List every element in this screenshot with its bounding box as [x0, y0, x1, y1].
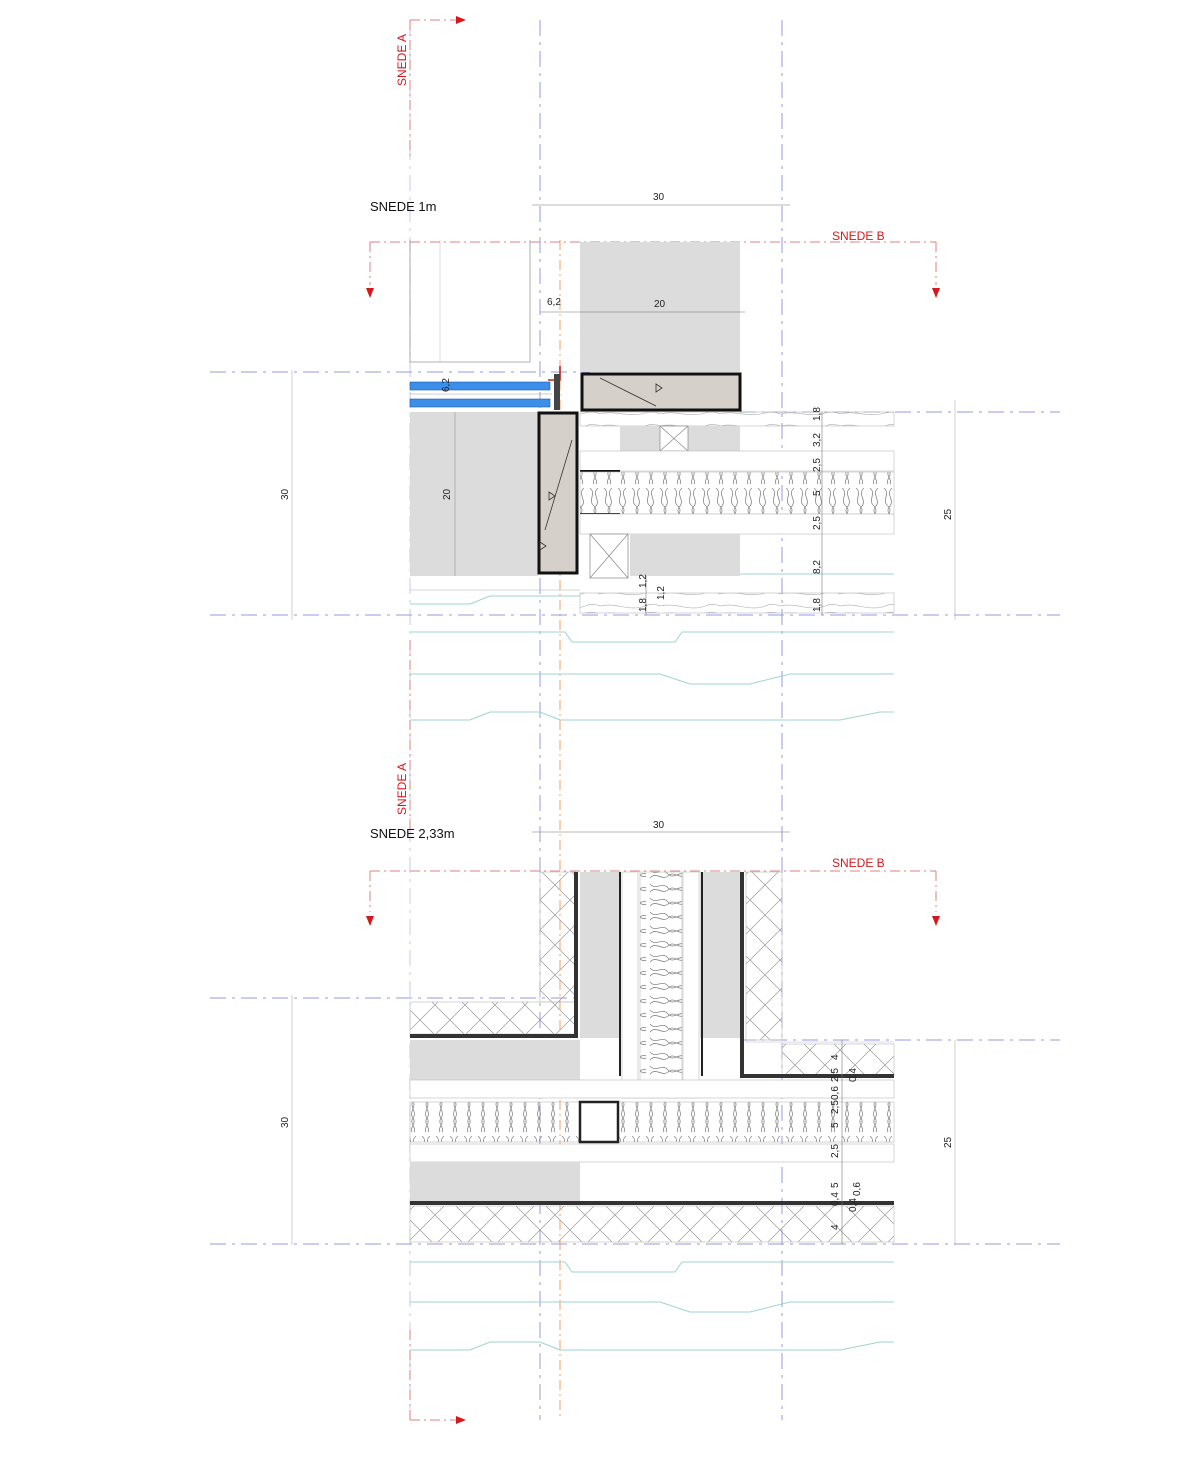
svg-text:5: 5	[812, 490, 823, 496]
insulation-layer	[579, 471, 895, 515]
svg-text:20: 20	[442, 488, 453, 500]
glazing: 6,2	[409, 366, 561, 410]
svg-text:2,5: 2,5	[830, 1144, 841, 1158]
svg-text:1,8: 1,8	[638, 598, 649, 612]
floor-buildup-1	[410, 411, 895, 614]
svg-text:4: 4	[830, 1054, 841, 1060]
svg-text:6,2: 6,2	[547, 297, 561, 308]
svg-text:20: 20	[654, 299, 666, 310]
svg-text:5: 5	[830, 1182, 841, 1188]
beam-upper	[580, 372, 742, 412]
svg-text:1,2: 1,2	[638, 574, 649, 588]
detail-2-layer-dims: 4 2,5 0,6 2,5 5 2,5 5 0,4 4 0,4 0,4 0,6	[830, 1040, 863, 1244]
section-a-bottom	[409, 1330, 466, 1424]
section-a-top: SNEDE A	[395, 16, 466, 160]
svg-text:30: 30	[653, 192, 665, 203]
arrow-down-icon	[932, 916, 940, 926]
arrow-right-icon	[456, 16, 466, 24]
svg-text:4: 4	[830, 1224, 841, 1230]
detail-2-left-total: 30	[280, 1116, 291, 1128]
detail-1-left-total: 30	[280, 488, 291, 500]
svg-text:2,5: 2,5	[812, 458, 823, 472]
svg-text:5: 5	[830, 1122, 841, 1128]
arrow-down-icon	[932, 288, 940, 298]
svg-text:2,5: 2,5	[830, 1100, 841, 1114]
svg-text:2,5: 2,5	[812, 516, 823, 530]
svg-text:1,8: 1,8	[812, 407, 823, 421]
section-b-bottom-label: SNEDE B	[832, 856, 885, 870]
detail-1-small-dims: 1,8 1,2 1,2	[638, 574, 667, 615]
svg-text:8,2: 8,2	[812, 560, 823, 574]
detail-1-right-total: 25	[943, 508, 954, 520]
clt-slab-bottom	[409, 1205, 895, 1243]
section-a-mid-label: SNEDE A	[395, 763, 409, 815]
svg-text:0,4: 0,4	[848, 1068, 859, 1082]
arrow-right-icon	[456, 1416, 466, 1424]
arrow-down-icon	[366, 916, 374, 926]
detail-2-right-total: 25	[943, 1136, 954, 1148]
insulation-horizontal	[409, 1101, 895, 1143]
concrete-wall-left	[410, 412, 538, 576]
detail-2: SNEDE 2,33m 30	[210, 820, 1060, 1351]
detail-1: SNEDE 1m 30 6,2 20 6,2	[210, 192, 1060, 721]
detail-2-title: SNEDE 2,33m	[370, 826, 455, 841]
arrow-down-icon	[366, 288, 374, 298]
detail-1-title: SNEDE 1m	[370, 199, 436, 214]
svg-text:1,2: 1,2	[656, 586, 667, 600]
svg-text:3,2: 3,2	[812, 433, 823, 447]
beam-vertical	[537, 411, 579, 575]
clt-wall-left-vertical	[539, 871, 577, 1003]
section-a-label: SNEDE A	[395, 34, 409, 86]
detail-1-layer-dims: 1,8 3,2 2,5 5 2,5 8,2 1,8	[812, 407, 823, 615]
dimension-top-30: 30	[532, 192, 790, 206]
svg-text:0,4: 0,4	[848, 1198, 859, 1212]
section-markers: SNEDE A SNEDE A SNEDE B SNEDE B	[366, 16, 940, 1424]
svg-text:30: 30	[653, 820, 665, 831]
finish-lines-1	[410, 631, 894, 721]
clt-wall-left-horizontal	[409, 1001, 577, 1035]
svg-text:6,2: 6,2	[441, 378, 452, 392]
section-b-label: SNEDE B	[832, 229, 885, 243]
svg-text:0,6: 0,6	[852, 1182, 863, 1196]
svg-text:0,6: 0,6	[830, 1086, 841, 1100]
clt-wall-right-vertical	[745, 871, 783, 1041]
svg-text:0,4: 0,4	[830, 1192, 841, 1206]
concrete-column	[580, 242, 740, 372]
svg-text:1,8: 1,8	[812, 598, 823, 612]
svg-text:2,5: 2,5	[830, 1068, 841, 1082]
section-b-bottom: SNEDE B	[366, 856, 940, 926]
section-a-mid: SNEDE A	[395, 640, 411, 830]
dimension-top-30-b: 30	[532, 820, 790, 833]
finish-lines-2	[410, 1261, 894, 1351]
insulation-vertical	[639, 871, 683, 1099]
